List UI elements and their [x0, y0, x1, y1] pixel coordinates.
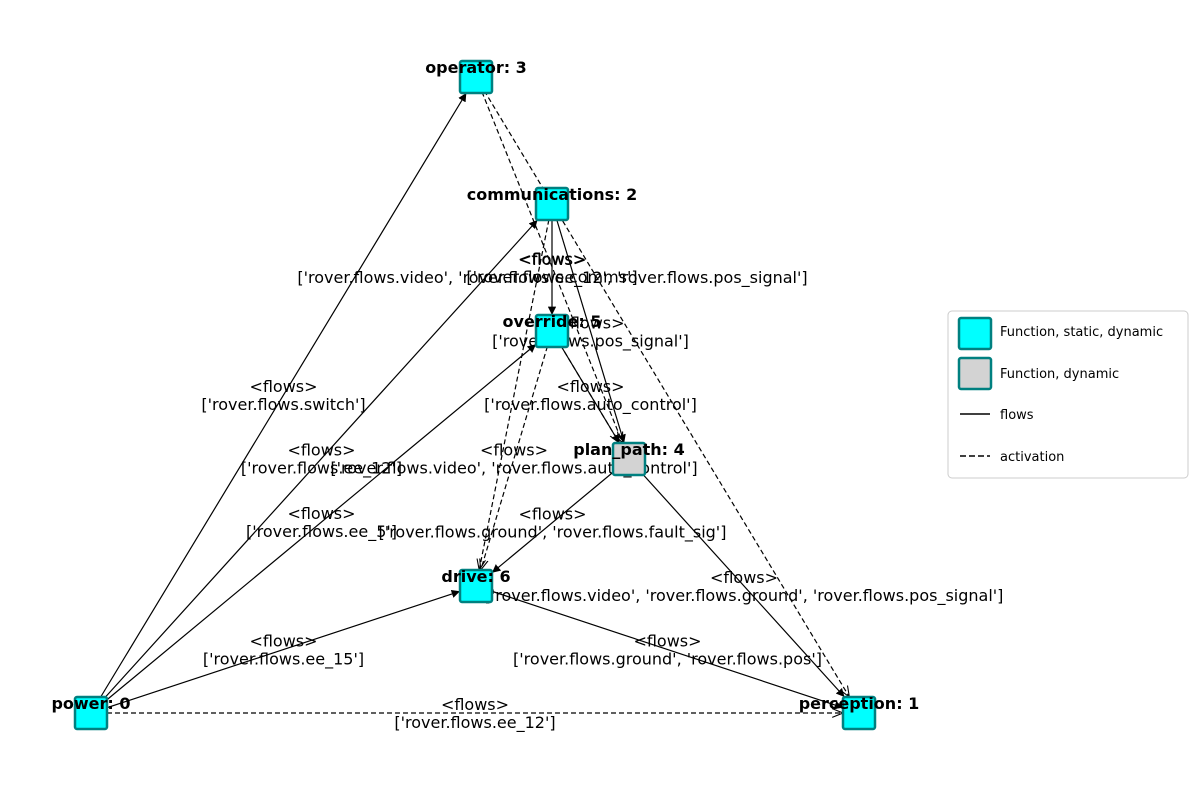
edge-operator-to-plan_path	[475, 76, 624, 443]
node-communications[interactable]	[534, 186, 570, 222]
edge-label-operator-plan_path: <flows>	[518, 250, 586, 269]
edge-flows-override-drive: ['rover.flows.video', 'rover.flows.auto_…	[330, 459, 697, 479]
node-label-plan_path: plan_path: 4	[573, 440, 685, 459]
node-label-power: power: 0	[51, 694, 130, 713]
edge-flows-power-drive: ['rover.flows.ee_15']	[203, 650, 364, 670]
edge-flows-communications-override: ['rover.flows.comms']	[466, 268, 637, 287]
edge-override-to-drive	[481, 330, 553, 570]
node-operator[interactable]	[458, 59, 494, 95]
edge-communications-to-plan_path	[551, 203, 626, 444]
node-label-operator: operator: 3	[425, 58, 527, 77]
edge-flows-power-override: ['rover.flows.ee_5']	[246, 522, 397, 542]
edge-flows-override-plan_path: ['rover.flows.auto_control']	[484, 395, 697, 415]
edge-flows-power-communications: ['rover.flows.ee_12']	[241, 459, 402, 479]
node-label-communications: communications: 2	[467, 185, 638, 204]
edge-flows-power-perception: ['rover.flows.ee_12']	[394, 713, 555, 733]
edge-label-power-communications: <flows>	[287, 441, 355, 460]
node-power[interactable]	[73, 695, 109, 731]
edge-flows-operator-plan_path: ['rover.flows.video', 'rover.flows.ee_12…	[297, 268, 807, 288]
legend-label-static-dynamic: Function, static, dynamic	[1000, 325, 1163, 340]
legend-label-dynamic: Function, dynamic	[1000, 367, 1119, 382]
edge-label-override-plan_path: <flows>	[556, 377, 624, 396]
edge-label-drive-perception: <flows>	[633, 632, 701, 651]
edge-flows-drive-perception: ['rover.flows.ground', 'rover.flows.pos'…	[513, 650, 822, 669]
edge-label-power-operator: <flows>	[249, 377, 317, 396]
nodes: power: 0 perception: 1 communications: 2 op…	[51, 58, 920, 731]
edge-flows-communications-plan_path: ['rover.flows.pos_signal']	[492, 332, 689, 352]
edge-labels: <flows>['rover.flows.switch']<flows>['ro…	[201, 250, 1003, 734]
edge-label-power-override: <flows>	[287, 504, 355, 523]
node-label-perception: perception: 1	[799, 694, 920, 713]
edge-operator-to-perception	[475, 76, 849, 697]
edge-power-to-override	[90, 343, 537, 714]
legend: Function, static, dynamic Function, dyna…	[947, 310, 1189, 479]
edge-power-to-operator	[90, 92, 467, 714]
edge-override-to-plan_path	[551, 330, 620, 444]
legend-frame	[947, 310, 1189, 479]
legend-label-flows: flows	[1000, 408, 1034, 423]
edge-plan_path-to-perception	[628, 458, 845, 698]
edge-communications-to-drive	[479, 203, 553, 570]
edge-power-to-drive	[90, 589, 461, 714]
edge-label-plan_path-drive: <flows>	[518, 505, 586, 524]
edge-label-power-drive: <flows>	[249, 632, 317, 651]
legend-label-activation: activation	[1000, 450, 1064, 465]
edge-flows-plan_path-perception: ['rover.flows.video', 'rover.flows.groun…	[485, 586, 1004, 606]
node-perception[interactable]	[841, 695, 877, 731]
node-label-drive: drive: 6	[441, 567, 510, 586]
edge-label-plan_path-perception: <flows>	[710, 568, 778, 587]
edge-label-communications-override: <flows>	[518, 250, 586, 269]
edge-power-to-communications	[90, 219, 538, 714]
legend-swatch-dynamic	[957, 356, 993, 391]
edge-label-override-drive: <flows>	[480, 441, 548, 460]
edge-plan_path-to-drive	[491, 458, 630, 574]
edge-flows-plan_path-drive: ['rover.flows.ground', 'rover.flows.faul…	[379, 523, 727, 543]
edge-label-communications-plan_path: <flows>	[556, 314, 624, 333]
node-override[interactable]	[534, 313, 570, 349]
edges	[90, 76, 849, 714]
edge-drive-to-perception	[475, 585, 844, 710]
node-plan_path[interactable]	[611, 441, 647, 477]
node-label-override: override: 5	[503, 312, 602, 331]
node-drive[interactable]	[458, 568, 494, 604]
edge-label-power-perception: <flows>	[441, 695, 509, 714]
legend-swatch-static-dynamic	[957, 316, 993, 351]
edge-flows-power-operator: ['rover.flows.switch']	[201, 395, 365, 414]
